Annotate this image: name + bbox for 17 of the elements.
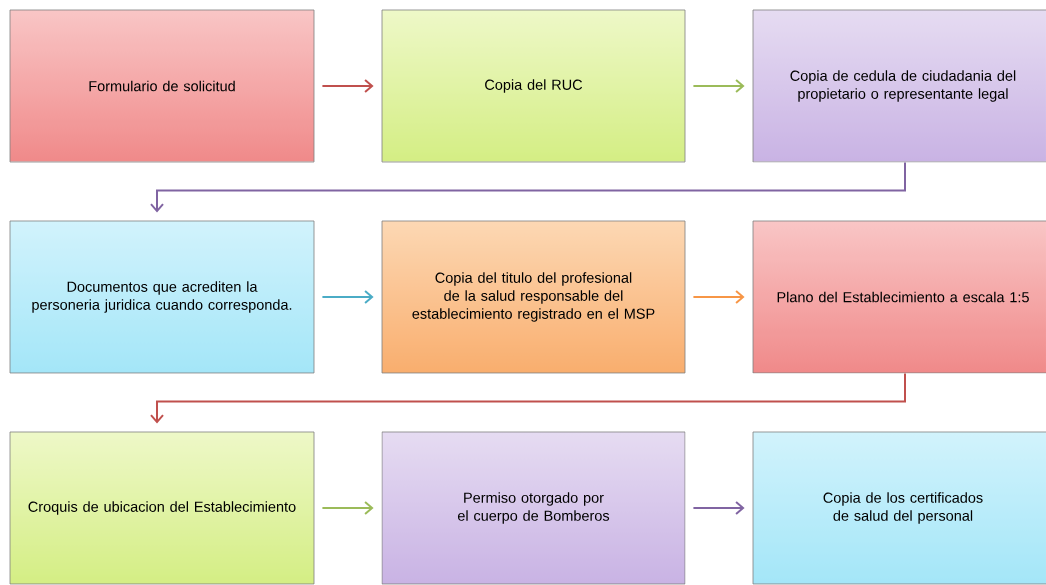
process-box: Croquis de ubicacion del Establecimiento <box>9 431 315 585</box>
arrow <box>692 501 745 515</box>
process-box: Copia de los certificados de salud del personal <box>752 431 1046 585</box>
process-box: Documentos que acrediten la personeria juridica cuando corresponda. <box>9 220 315 374</box>
process-box: Formulario de solicitud <box>9 9 315 163</box>
process-box: Plano del Establecimiento a escala 1:5 <box>752 220 1046 374</box>
arrow <box>321 290 374 304</box>
process-box: Copia del titulo del profesional de la salud responsable del establecimiento registrado en el MSP <box>381 220 686 374</box>
process-box: Permiso otorgado por el cuerpo de Bomberos <box>381 431 686 585</box>
arrow <box>150 372 906 424</box>
arrow <box>321 79 374 93</box>
arrow <box>150 161 906 213</box>
arrow <box>321 501 374 515</box>
process-box: Copia del RUC <box>381 9 686 163</box>
arrow <box>692 290 745 304</box>
arrow <box>692 79 745 93</box>
process-box: Copia de cedula de ciudadania del propietario o representante legal <box>752 9 1046 163</box>
